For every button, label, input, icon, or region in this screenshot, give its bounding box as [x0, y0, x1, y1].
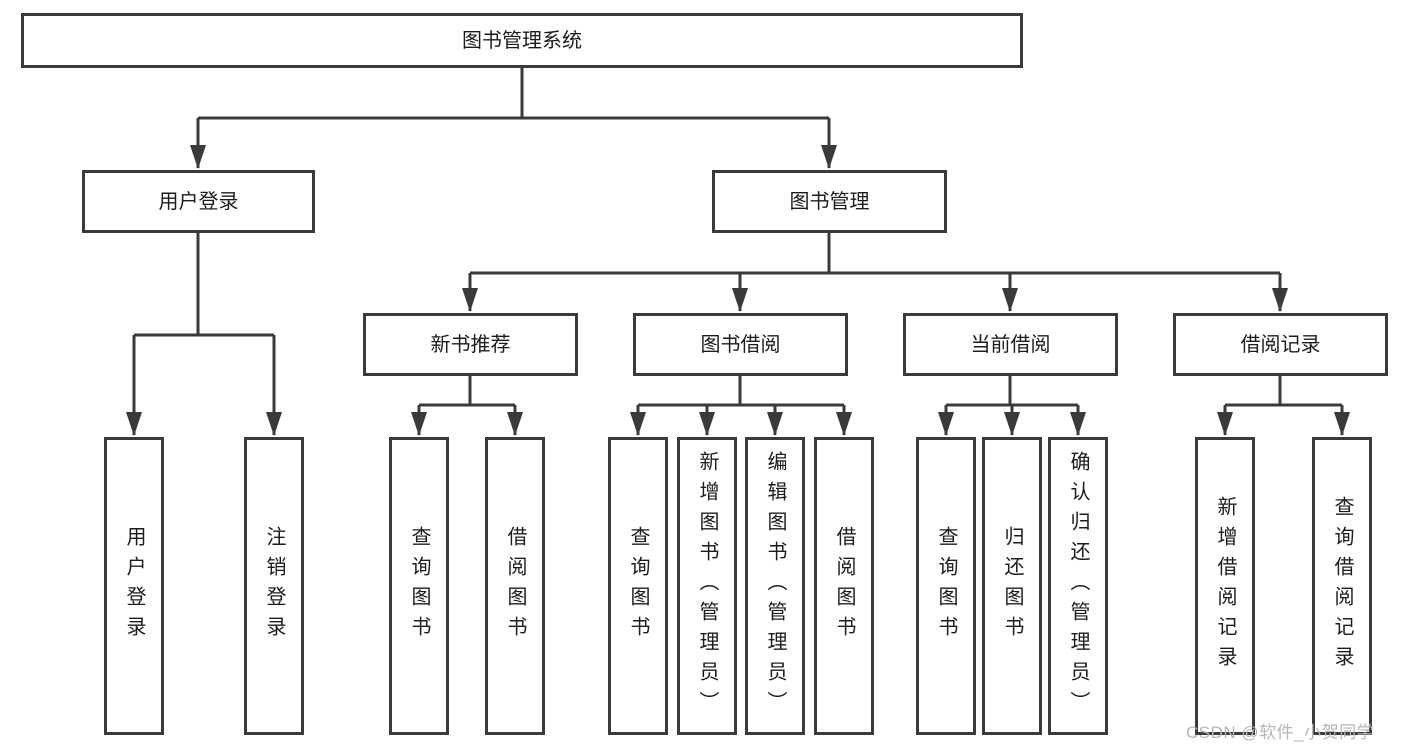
leaf-current-return-book-label: 归还图书 [1001, 526, 1023, 646]
node-user-login: 用户登录 [82, 170, 315, 233]
leaf-recommend-borrow-book: 借阅图书 [485, 437, 545, 735]
leaf-records-query-record-label: 查询借阅记录 [1331, 496, 1353, 676]
node-current-borrowing: 当前借阅 [903, 313, 1118, 376]
leaf-recommend-query-book: 查询图书 [389, 437, 449, 735]
node-current-borrowing-label: 当前借阅 [970, 333, 1051, 356]
node-book-management-label: 图书管理 [789, 190, 870, 213]
leaf-current-confirm-return-label: 确认归还（管理员） [1067, 451, 1089, 721]
leaf-logout-label: 注销登录 [263, 526, 285, 646]
node-book-management: 图书管理 [712, 170, 947, 233]
leaf-borrowing-borrow-book-label: 借阅图书 [833, 526, 855, 646]
node-root-label: 图书管理系统 [462, 29, 582, 52]
leaf-current-query-book-label: 查询图书 [935, 526, 957, 646]
leaf-recommend-query-book-label: 查询图书 [408, 526, 430, 646]
node-book-borrowing-label: 图书借阅 [700, 333, 781, 356]
node-borrowing-records-label: 借阅记录 [1240, 333, 1321, 356]
node-book-borrowing: 图书借阅 [633, 313, 848, 376]
leaf-user-login-label: 用户登录 [123, 526, 145, 646]
leaf-current-query-book: 查询图书 [916, 437, 976, 735]
leaf-logout: 注销登录 [244, 437, 304, 735]
leaf-borrowing-add-book-label: 新增图书（管理员） [696, 451, 718, 721]
leaf-borrowing-edit-book: 编辑图书（管理员） [745, 437, 805, 735]
node-user-login-label: 用户登录 [158, 190, 239, 213]
node-new-book-recommendation: 新书推荐 [363, 313, 578, 376]
csdn-watermark: CSDN @软件_小贺同学 [1186, 723, 1375, 742]
leaf-borrowing-add-book: 新增图书（管理员） [677, 437, 737, 735]
leaf-current-confirm-return: 确认归还（管理员） [1048, 437, 1108, 735]
leaf-records-add-record-label: 新增借阅记录 [1214, 496, 1236, 676]
node-root: 图书管理系统 [21, 13, 1023, 68]
leaf-borrowing-borrow-book: 借阅图书 [814, 437, 874, 735]
leaf-recommend-borrow-book-label: 借阅图书 [504, 526, 526, 646]
leaf-borrowing-edit-book-label: 编辑图书（管理员） [764, 451, 786, 721]
leaf-records-query-record: 查询借阅记录 [1312, 437, 1372, 735]
leaf-borrowing-query-book: 查询图书 [608, 437, 668, 735]
leaf-borrowing-query-book-label: 查询图书 [627, 526, 649, 646]
node-borrowing-records: 借阅记录 [1173, 313, 1388, 376]
node-new-book-recommendation-label: 新书推荐 [430, 333, 511, 356]
leaf-current-return-book: 归还图书 [982, 437, 1042, 735]
leaf-user-login: 用户登录 [104, 437, 164, 735]
leaf-records-add-record: 新增借阅记录 [1195, 437, 1255, 735]
